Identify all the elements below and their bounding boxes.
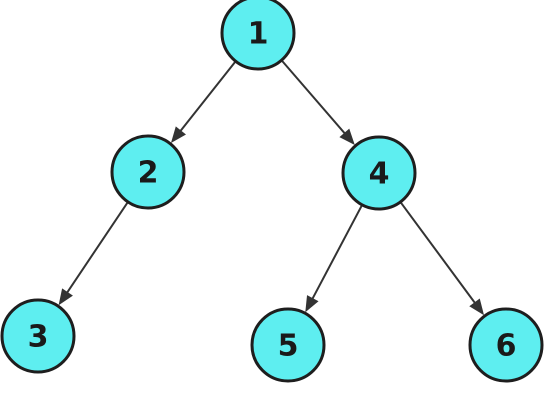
- edges-layer: [58, 59, 485, 316]
- node-label: 2: [138, 156, 159, 191]
- node-label: 3: [28, 320, 49, 355]
- node-label: 6: [496, 329, 517, 364]
- edge-4-6: [399, 201, 485, 316]
- node-6: 6: [468, 307, 544, 383]
- nodes-layer: 1 2 4 3 5 6: [0, 0, 544, 383]
- node-2: 2: [110, 134, 186, 210]
- arrowhead-icon: [305, 295, 319, 313]
- edge-4-5: [305, 204, 364, 313]
- node-label: 1: [248, 17, 269, 52]
- edge-line: [280, 59, 347, 136]
- node-circle: [110, 134, 186, 210]
- edge-line: [399, 201, 477, 305]
- edge-line: [65, 201, 129, 295]
- node-circle: [250, 307, 326, 383]
- edge-2-3: [58, 201, 129, 306]
- node-circle: [341, 135, 417, 211]
- node-4: 4: [341, 135, 417, 211]
- node-label: 5: [278, 329, 299, 364]
- edge-1-4: [280, 59, 355, 146]
- node-3: 3: [0, 298, 76, 374]
- arrowhead-icon: [58, 288, 73, 306]
- edge-line: [178, 60, 237, 133]
- node-1: 1: [220, 0, 296, 71]
- edge-line: [310, 204, 364, 301]
- arrowhead-icon: [170, 126, 186, 143]
- arrowhead-icon: [339, 128, 355, 146]
- node-circle: [0, 298, 76, 374]
- edge-1-2: [170, 60, 237, 143]
- node-circle: [468, 307, 544, 383]
- arrowhead-icon: [469, 298, 485, 316]
- node-circle: [220, 0, 296, 71]
- node-label: 4: [369, 157, 390, 192]
- node-5: 5: [250, 307, 326, 383]
